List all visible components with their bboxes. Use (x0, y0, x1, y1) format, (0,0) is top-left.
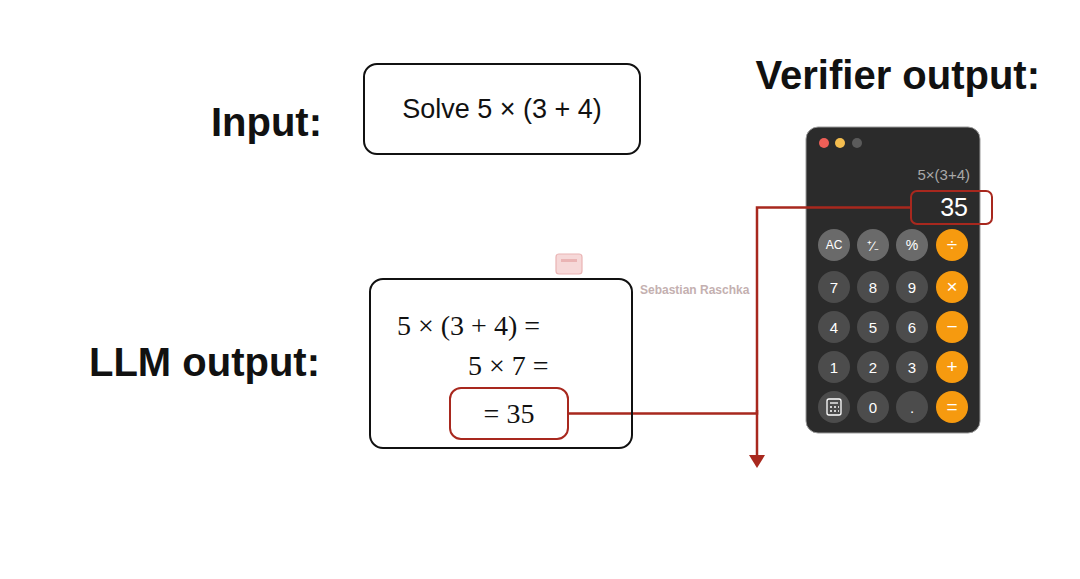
calculator-button (818, 271, 850, 303)
prompt-text: Solve 5 × (3 + 4) (365, 65, 639, 153)
display-expression: 5×(3+4) (917, 166, 970, 183)
button-label: 4 (818, 311, 850, 343)
calculator-button (936, 229, 968, 261)
button-label: 7 (818, 271, 850, 303)
calculator-button (857, 391, 889, 423)
output-arrow-stem (756, 410, 759, 457)
calculator-button (818, 311, 850, 343)
equation-line: 5 × (3 + 4) = (397, 310, 540, 342)
button-label: 1 (818, 351, 850, 383)
button-label: = (936, 391, 968, 423)
button-label: 5 (857, 311, 889, 343)
arrow-head (749, 455, 765, 468)
calculator-buttons (818, 229, 968, 423)
button-label: % (896, 229, 928, 261)
calculator-button (936, 311, 968, 343)
section-label: LLM output: (89, 340, 320, 385)
answer-text: = 35 (451, 389, 567, 438)
verifier-highlight: 35 (910, 190, 993, 225)
button-label: 8 (857, 271, 889, 303)
button-label: AC (818, 229, 850, 261)
window-dot (819, 138, 829, 148)
section-label: Verifier output: (756, 53, 1040, 98)
answer-highlight: = 35 (449, 387, 569, 440)
calculator-button (857, 271, 889, 303)
calculator-button (857, 311, 889, 343)
button-label: ⁺∕₋ (857, 229, 889, 261)
button-label: 2 (857, 351, 889, 383)
verification-connector (569, 208, 910, 414)
section-label: Input: (211, 100, 322, 145)
calculator-button (818, 351, 850, 383)
calculator-button (818, 391, 850, 423)
calculator-button (896, 271, 928, 303)
calculator-button (936, 391, 968, 423)
calculator-button (896, 391, 928, 423)
calculator-button (857, 351, 889, 383)
calculator-icon (827, 399, 841, 415)
window-dot (835, 138, 845, 148)
button-label: . (896, 391, 928, 423)
input-box: Solve 5 × (3 + 4) (363, 63, 641, 155)
calculator-button (857, 229, 889, 261)
calculator-button (818, 229, 850, 261)
llm-output-box: 5 × (3 + 4) = 5 × 7 = = 35 (369, 278, 633, 449)
button-label: 0 (857, 391, 889, 423)
calculator-button (896, 229, 928, 261)
button-label: 3 (896, 351, 928, 383)
button-label: × (936, 271, 968, 303)
equation-line: 5 × 7 = (468, 350, 549, 382)
button-label: − (936, 311, 968, 343)
button-label: ÷ (936, 229, 968, 261)
calculator-button (936, 351, 968, 383)
calculator-button (896, 351, 928, 383)
display-result: 35 (940, 192, 968, 223)
calculator-body (806, 127, 980, 433)
button-label: 6 (896, 311, 928, 343)
calculator-button (936, 271, 968, 303)
watermark: Sebastian Raschka (640, 283, 749, 297)
button-label: 9 (896, 271, 928, 303)
calculator-button (896, 311, 928, 343)
watermark-logo (556, 254, 582, 274)
window-dot (852, 138, 862, 148)
button-label: + (936, 351, 968, 383)
